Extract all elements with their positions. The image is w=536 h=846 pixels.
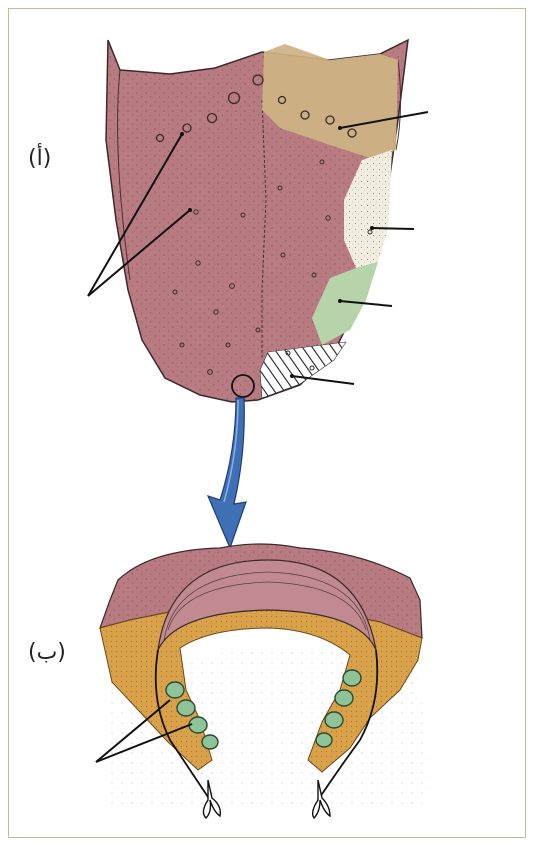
zoom-arrow [208,398,246,548]
label-a: (أ) [28,146,51,171]
label-b: (ب) [28,640,66,665]
section-b [96,544,430,818]
tongue-a [88,40,428,402]
